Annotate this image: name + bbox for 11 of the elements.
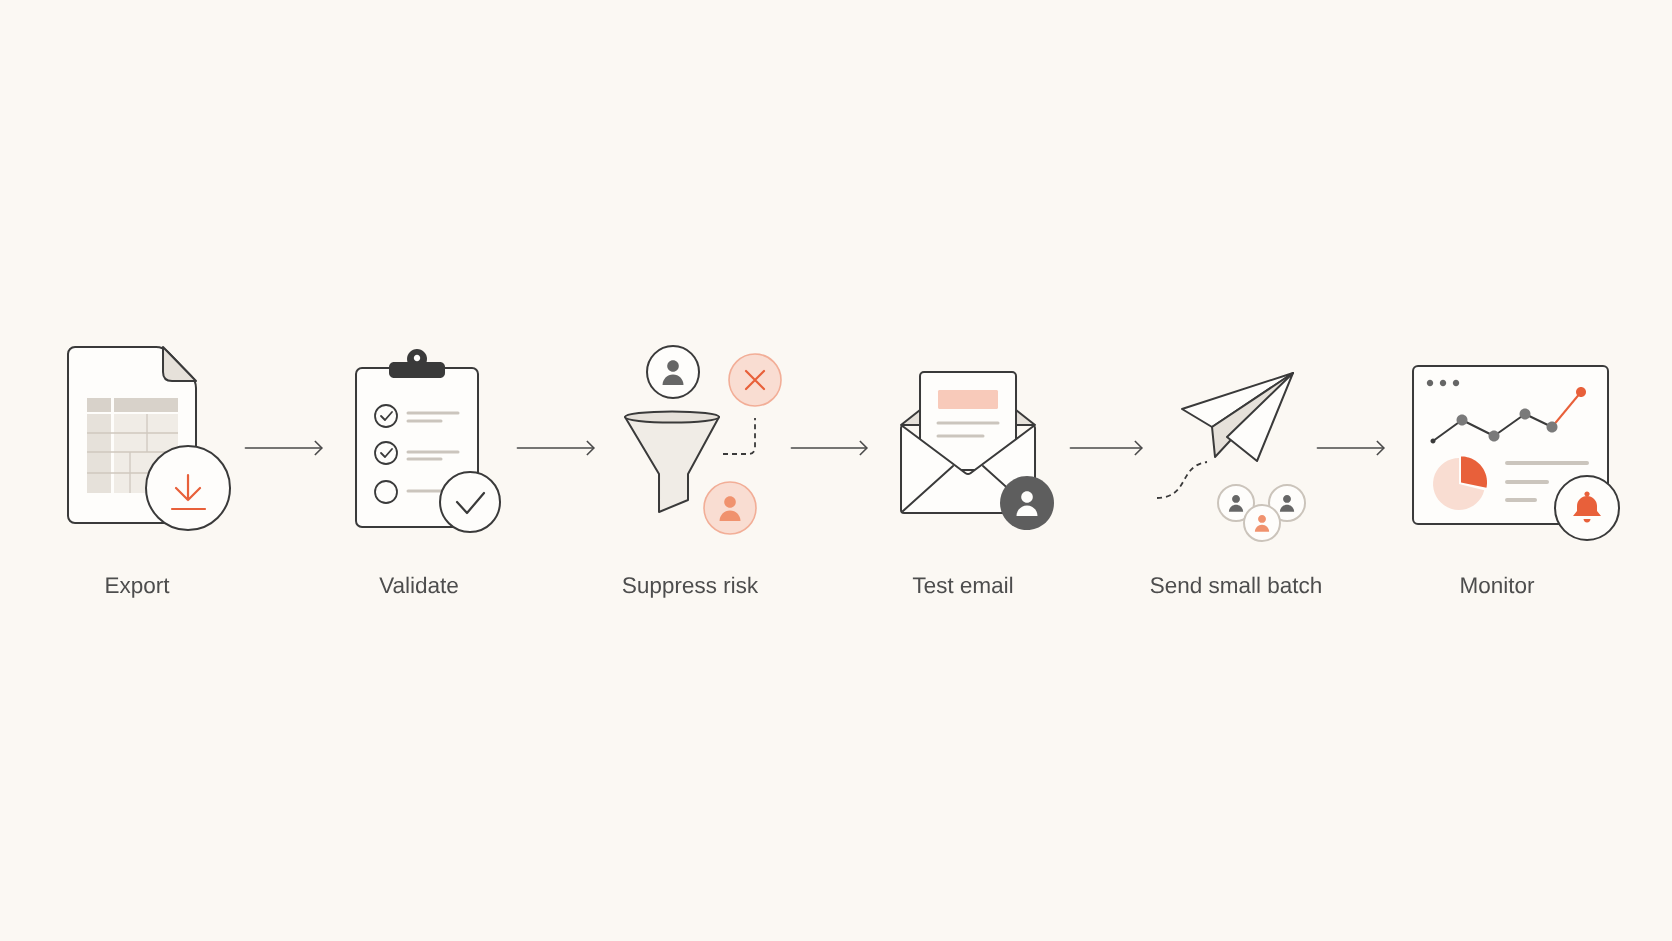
step-label: Send small batch [1150, 576, 1321, 594]
step-label: Monitor [1461, 576, 1535, 594]
step-label: Suppress risk [622, 576, 759, 598]
arrow [244, 440, 323, 456]
arrow [1316, 440, 1385, 456]
step-label: Validate [379, 576, 458, 594]
arrow [516, 440, 595, 456]
step-label: Export [106, 577, 170, 598]
step-label: Test email [912, 576, 1013, 594]
arrow [1069, 440, 1143, 456]
arrow [790, 440, 868, 456]
